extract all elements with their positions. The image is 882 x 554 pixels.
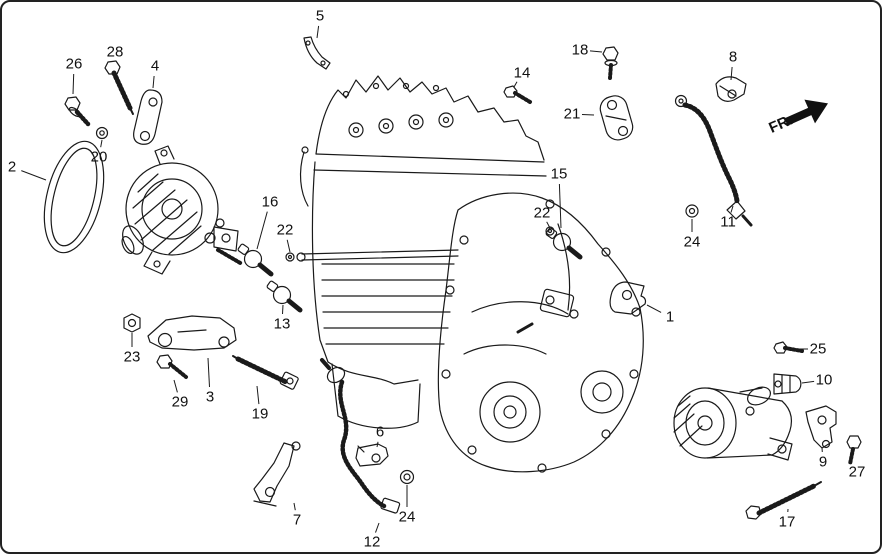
bracket-7-drawing [253,441,301,507]
callout-22: 22 [276,221,294,239]
washer-22-left-drawing [285,252,295,262]
bolt-17-drawing [745,481,822,520]
starter-cable-drawing [674,94,753,227]
callout-16: 16 [261,193,279,211]
callout-6: 6 [375,423,385,441]
stay-5-drawing [303,36,331,70]
bracket-3-drawing [147,315,237,351]
callout-23: 23 [123,348,141,366]
bolt-25-drawing [773,341,804,354]
callout-13: 13 [273,315,291,333]
washer-20-drawing [95,126,109,140]
callout-18: 18 [571,41,589,59]
callout-21: 21 [563,105,581,123]
callout-22: 22 [533,204,551,222]
callout-29: 29 [171,393,189,411]
callout-15: 15 [550,165,568,183]
washer-24-lower-drawing [399,469,415,485]
callout-26: 26 [65,55,83,73]
callout-24: 24 [683,233,701,251]
bolt-28-drawing [104,60,134,115]
sensor-16-drawing [237,243,274,277]
callout-10: 10 [815,371,833,389]
callout-9: 9 [818,453,828,471]
callout-17: 17 [778,513,796,531]
fr-arrow-group [784,99,828,126]
starter-motor-drawing [673,386,793,461]
callout-5: 5 [315,7,325,25]
bracket-21-drawing [599,95,634,141]
callout-14: 14 [513,64,531,82]
bolt-29-drawing [156,354,188,379]
callout-25: 25 [809,340,827,358]
callout-20: 20 [90,148,108,166]
oxygen-sensor-drawing [320,358,401,514]
wire-clamp-6-drawing [355,443,389,467]
bolt-26-drawing [64,96,91,127]
callout-11: 11 [720,213,736,231]
drive-belt-drawing [43,140,105,254]
bolt-14-drawing [503,85,532,104]
callout-12: 12 [363,533,381,551]
callout-3: 3 [205,388,215,406]
bolt-19-drawing [232,355,299,390]
callout-8: 8 [728,48,738,66]
bolt-27-drawing [846,435,862,466]
callout-1: 1 [665,308,675,326]
fr-arrow-icon [784,99,828,126]
callout-28: 28 [106,43,124,61]
clamp-8-drawing [715,76,747,102]
callout-27: 27 [848,463,866,481]
callout-19: 19 [251,405,269,423]
sensor-13-drawing [266,280,303,313]
bolt-18-drawing [602,46,619,80]
clamp-10-drawing [773,373,802,395]
alternator-drawing [121,145,244,275]
washer-24-upper-drawing [685,204,699,218]
bracket-4-drawing [133,89,163,145]
engine-block-drawing [296,75,644,473]
callout-4: 4 [150,57,160,75]
nut-23-drawing [123,313,141,333]
callout-2: 2 [7,158,17,176]
callout-24: 24 [398,508,416,526]
bracket-1-drawing [609,281,647,315]
callout-7: 7 [292,511,302,529]
bracket-9-drawing [805,405,837,449]
